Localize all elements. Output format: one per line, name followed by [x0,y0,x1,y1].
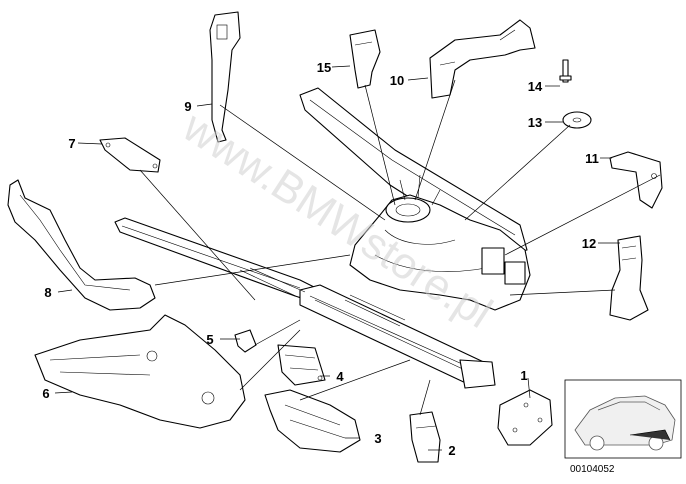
callout-9: 9 [184,99,191,114]
leader-lines [54,65,661,451]
callout-1: 1 [520,368,527,383]
reference-number: 00104052 [570,464,615,475]
callout-10: 10 [390,73,404,88]
callout-6: 6 [42,386,49,401]
callout-12: 12 [582,236,596,251]
callout-11: 11 [585,151,599,166]
part-2 [409,411,441,463]
part-4 [277,344,326,386]
part-15 [349,29,381,89]
callout-2: 2 [448,443,455,458]
part-6 [34,314,246,429]
part-14 [559,59,572,83]
callout-4: 4 [336,369,344,384]
part-7 [99,137,161,173]
callout-numbers: 1 2 3 4 5 6 7 8 9 10 11 12 13 14 15 [42,60,598,458]
car-thumbnail [564,379,682,459]
part-8 [7,179,156,311]
callout-15: 15 [317,60,331,75]
callout-5: 5 [206,332,213,347]
part-12 [609,235,649,321]
part-3 [264,389,361,453]
part-1 [497,389,553,446]
callout-8: 8 [44,285,51,300]
part-13 [562,111,592,129]
callout-13: 13 [528,115,542,130]
part-9 [209,11,241,143]
part-11 [609,151,663,209]
callout-14: 14 [528,79,543,94]
part-10 [429,19,536,99]
callout-3: 3 [374,431,381,446]
part-5 [234,329,257,353]
callout-7: 7 [68,136,75,151]
body-front-structure [114,87,531,389]
